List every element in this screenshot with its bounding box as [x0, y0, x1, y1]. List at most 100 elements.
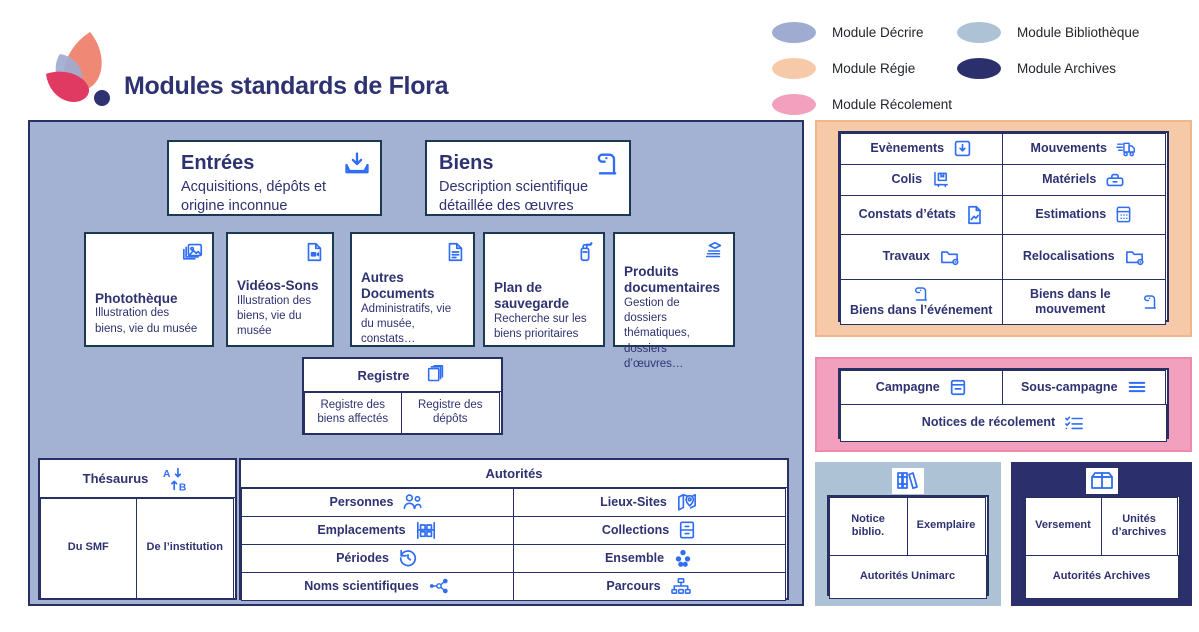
regie-cell-colis[interactable]: Colis — [839, 163, 1003, 196]
biblio-cell-exemplaire[interactable]: Exemplaire — [906, 496, 986, 556]
card-autres-documents[interactable]: Autres Documents Administratifs, vie du … — [350, 232, 475, 347]
autorites-cell-noms-scientifiques[interactable]: Noms scientifiques — [240, 571, 514, 601]
card-desc: Gestion de dossiers thématiques, dossier… — [624, 296, 690, 370]
folder-gear-icon — [939, 248, 960, 266]
regie-cell-relocalisations[interactable]: Relocalisations — [1002, 233, 1166, 280]
legend-label: Module Régie — [832, 61, 916, 76]
books-library-icon — [892, 468, 924, 494]
autorites-cell-collections[interactable]: Collections — [512, 515, 786, 545]
regie-cell-mouvements[interactable]: Mouvements — [1002, 132, 1166, 165]
biblio-table: Notice biblio. Exemplaire Autorités Unim… — [827, 495, 989, 599]
video-file-icon — [303, 240, 325, 264]
legend-swatch — [772, 58, 816, 79]
autorites-cell-lieux-sites[interactable]: Lieux-Sites — [512, 487, 786, 517]
recolement-cell-notices[interactable]: Notices de récolement — [839, 403, 1167, 442]
legend-swatch — [957, 58, 1001, 79]
card-desc: Illustration des biens, vie du musée — [95, 307, 198, 335]
card-produits-documentaires[interactable]: Produits documentaires Gestion de dossie… — [613, 232, 735, 370]
thesaurus-cell-smf[interactable]: Du SMF — [39, 497, 137, 599]
autorites-box: Autorités Personnes Lieux-Sites — [239, 458, 789, 601]
folder-gear-icon — [1124, 248, 1145, 266]
toolbox-icon — [1105, 171, 1125, 189]
card-title: Vidéos-Sons — [237, 278, 319, 293]
map-pin-icon — [676, 492, 698, 512]
legend-item-bibliotheque: Module Bibliothèque — [957, 22, 1139, 43]
people-icon — [402, 493, 424, 511]
legend-item-archives: Module Archives — [957, 58, 1116, 79]
card-desc: Recherche sur les biens prioritaires — [494, 312, 587, 341]
autorites-cell-parcours[interactable]: Parcours — [512, 571, 786, 601]
card-title: Entrées — [181, 152, 255, 174]
card-title: Produits documentaires — [624, 264, 721, 295]
card-desc: Description scientifique détaillée des œ… — [439, 179, 589, 215]
regie-cell-constats-etats[interactable]: Constats d’états — [839, 194, 1003, 235]
thesaurus-title: Thésaurus — [82, 471, 149, 486]
artwork-statue-icon — [1141, 293, 1159, 311]
legend-label: Module Décrire — [832, 25, 924, 40]
card-videos-sons[interactable]: Vidéos-Sons Illustration des biens, vie … — [226, 232, 334, 347]
recolement-cell-sous-campagne[interactable]: Sous-campagne — [1002, 369, 1166, 405]
autorites-cell-periodes[interactable]: Périodes — [240, 543, 514, 573]
biblio-icon-wrap — [815, 468, 1001, 494]
autorites-cell-emplacements[interactable]: Emplacements — [240, 515, 514, 545]
legend-label: Module Archives — [1017, 61, 1117, 76]
card-phototheque[interactable]: Photothèque Illustration des biens, vie … — [84, 232, 214, 347]
card-title: Autres Documents — [361, 270, 435, 301]
autorites-cell-personnes[interactable]: Personnes — [240, 487, 514, 517]
regie-cell-biens-mouvement[interactable]: Biens dans le mouvement — [1002, 278, 1166, 325]
card-plan-sauvegarde[interactable]: Plan de sauvegarde Recherche sur les bie… — [483, 232, 605, 347]
regie-cell-evenements[interactable]: Evènements — [839, 132, 1003, 165]
archives-cell-unites[interactable]: Unités d’archives — [1100, 496, 1178, 556]
regie-cell-estimations[interactable]: Estimations — [1002, 194, 1166, 235]
archives-icon-wrap — [1011, 468, 1192, 494]
legend-item-decrire: Module Décrire — [772, 22, 924, 43]
legend-item-regie: Module Régie — [772, 58, 915, 79]
registre-cell-biens-affectes[interactable]: Registre des biens affectés — [303, 391, 402, 434]
card-biens[interactable]: Biens Description scientifique détaillée… — [425, 140, 631, 216]
thesaurus-cell-institution[interactable]: De l’institution — [136, 497, 234, 599]
registre-header: Registre — [304, 359, 501, 392]
legend-swatch — [957, 22, 1001, 43]
card-desc: Illustration des biens, vie du musée — [237, 294, 312, 338]
regie-cell-materiels[interactable]: Matériels — [1002, 163, 1166, 196]
recolement-table: Campagne Sous-campagne — [838, 368, 1169, 442]
legend-label: Module Bibliothèque — [1017, 25, 1140, 40]
inbox-download-icon — [342, 150, 372, 178]
card-entrees[interactable]: Entrées Acquisitions, dépôts et origine … — [167, 140, 382, 216]
legend-label: Module Récolement — [832, 97, 953, 112]
artwork-statue-icon — [912, 285, 930, 303]
legend: Module Décrire Module Régie Module Récol… — [772, 14, 1192, 115]
package-cart-icon — [931, 170, 951, 189]
page-title: Modules standards de Flora — [124, 72, 449, 100]
registre-cell-depots[interactable]: Registre des dépôts — [401, 391, 500, 434]
recolement-cell-campagne[interactable]: Campagne — [839, 369, 1003, 405]
regie-table: Evènements Mouvements — [838, 131, 1169, 325]
autorites-cell-ensemble[interactable]: Ensemble — [512, 543, 786, 573]
regie-cell-travaux[interactable]: Travaux — [839, 233, 1003, 280]
checklist-icon — [1064, 414, 1084, 432]
biblio-cell-notice[interactable]: Notice biblio. — [828, 496, 908, 556]
report-file-icon — [965, 204, 984, 226]
biblio-cell-autorites-unimarc[interactable]: Autorités Unimarc — [828, 554, 987, 599]
legend-item-recolement: Module Récolement — [772, 94, 952, 115]
svg-text:B: B — [179, 482, 186, 492]
autorites-title: Autorités — [485, 466, 543, 481]
archives-cell-autorites-archives[interactable]: Autorités Archives — [1024, 554, 1179, 599]
sitemap-icon — [670, 577, 692, 595]
shelf-icon — [415, 520, 437, 540]
card-desc: Acquisitions, dépôts et origine inconnue — [181, 179, 327, 215]
module-decrire-panel: Entrées Acquisitions, dépôts et origine … — [28, 120, 804, 606]
photo-stack-icon — [181, 240, 205, 262]
module-bibliotheque-panel: Notice biblio. Exemplaire Autorités Unim… — [815, 462, 1001, 606]
artwork-statue-icon — [593, 150, 621, 178]
card-desc: Administratifs, vie du musée, constats… — [361, 302, 452, 346]
thesaurus-header: Thésaurus A B — [40, 460, 235, 498]
autorites-header: Autorités — [241, 460, 787, 488]
registre-box: Registre Registre des biens affectés Reg… — [302, 357, 503, 435]
lines-icon — [1127, 379, 1147, 395]
module-archives-panel: Versement Unités d’archives Autorités Ar… — [1011, 462, 1192, 606]
module-recolement-panel: Campagne Sous-campagne — [815, 357, 1192, 452]
archives-cell-versement[interactable]: Versement — [1024, 496, 1102, 556]
regie-cell-biens-evenement[interactable]: Biens dans l’événement — [839, 278, 1003, 325]
